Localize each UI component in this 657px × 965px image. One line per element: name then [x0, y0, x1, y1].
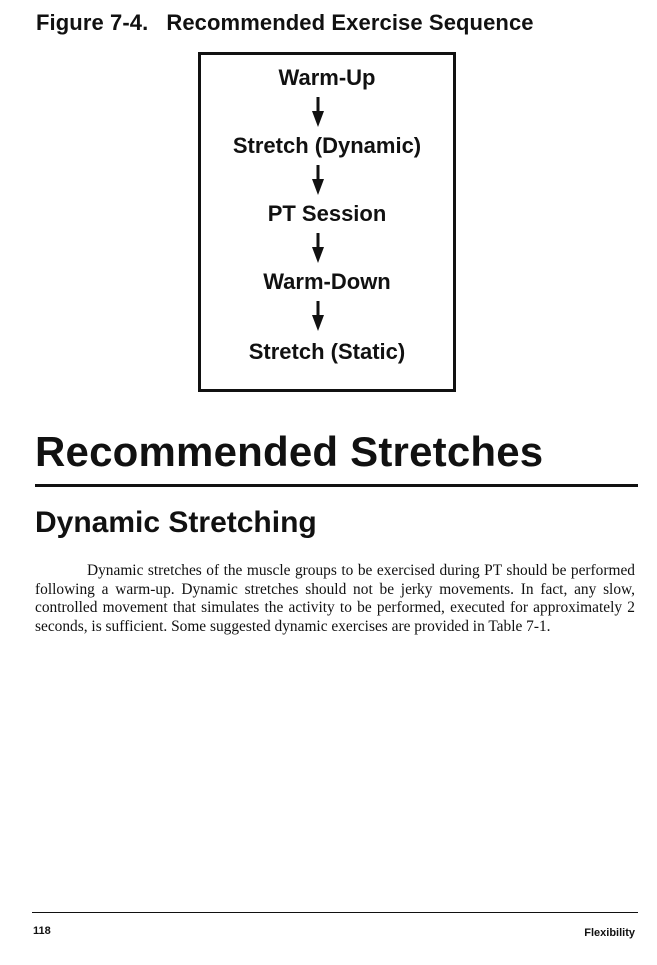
flow-step-warm-up: Warm-Up [278, 65, 376, 90]
heading-divider [35, 484, 638, 487]
flow-step-stretch-static: Stretch (Static) [248, 339, 406, 364]
down-arrow-icon [312, 165, 324, 195]
figure-caption: Figure 7-4. Recommended Exercise Sequence [36, 10, 534, 36]
exercise-sequence-diagram: Warm-Up Stretch (Dynamic) PT Session War… [198, 52, 456, 392]
section-heading: Recommended Stretches [35, 428, 544, 475]
down-arrow-icon [312, 97, 324, 127]
subsection-heading: Dynamic Stretching [35, 506, 317, 539]
down-arrow-icon [312, 233, 324, 263]
page-number: 118 [33, 925, 51, 937]
flow-step-stretch-dynamic: Stretch (Dynamic) [232, 133, 422, 158]
down-arrow-icon [312, 301, 324, 331]
footer-divider [32, 912, 638, 913]
flow-step-warm-down: Warm-Down [263, 269, 391, 294]
body-paragraph: Dynamic stretches of the muscle groups t… [35, 562, 635, 635]
figure-label: Figure 7-4. [36, 10, 149, 35]
footer-section-name: Flexibility [584, 927, 635, 939]
flow-step-pt-session: PT Session [267, 201, 387, 226]
figure-title: Recommended Exercise Sequence [166, 10, 534, 35]
